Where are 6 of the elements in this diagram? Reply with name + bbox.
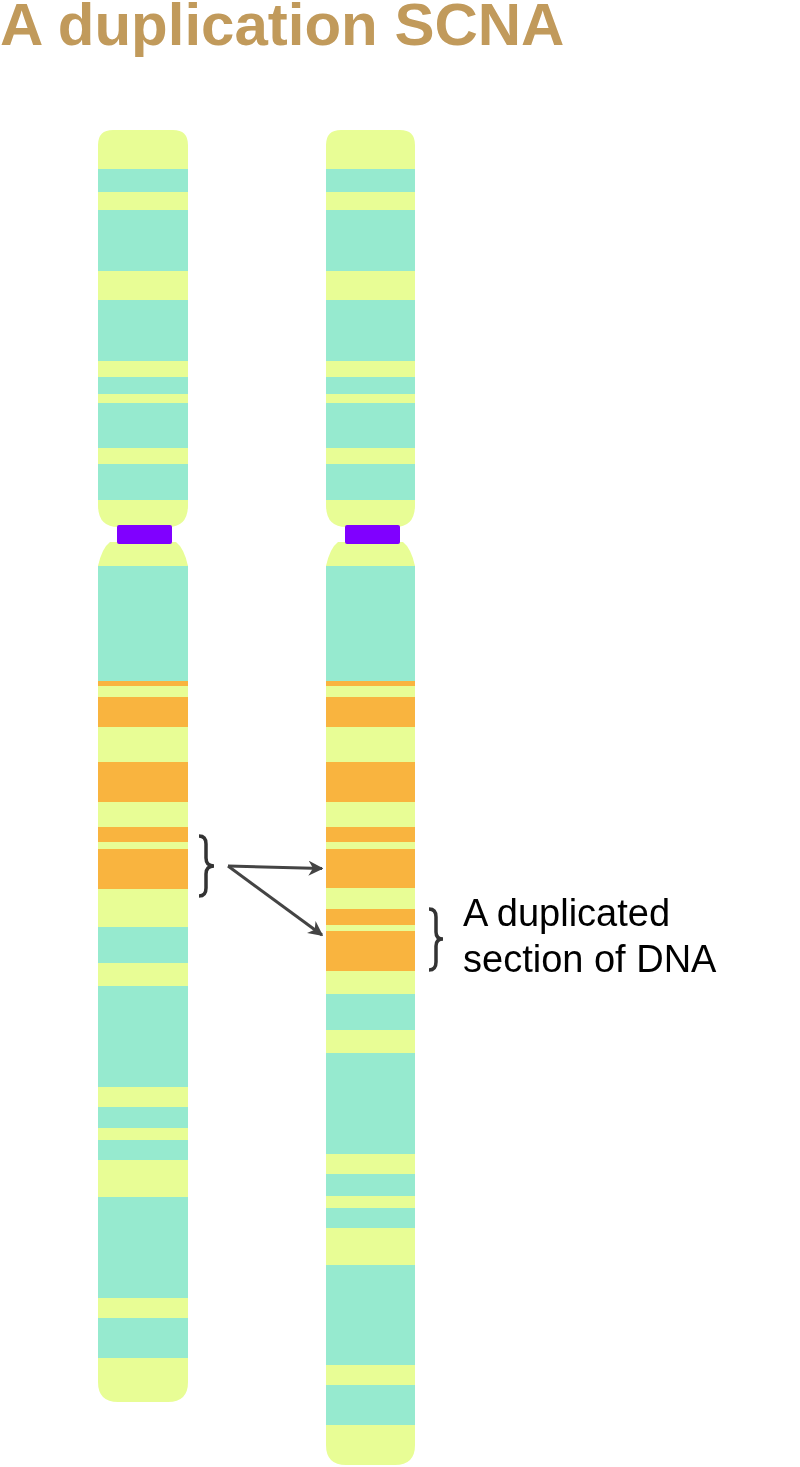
chromosome-band [326, 849, 415, 888]
chromosome-band [326, 931, 415, 971]
arrow [227, 860, 324, 876]
callout-text: A duplicated section of DNA [463, 891, 718, 982]
diagram-title: A duplication SCNA [0, 0, 565, 59]
arrow [227, 864, 324, 937]
